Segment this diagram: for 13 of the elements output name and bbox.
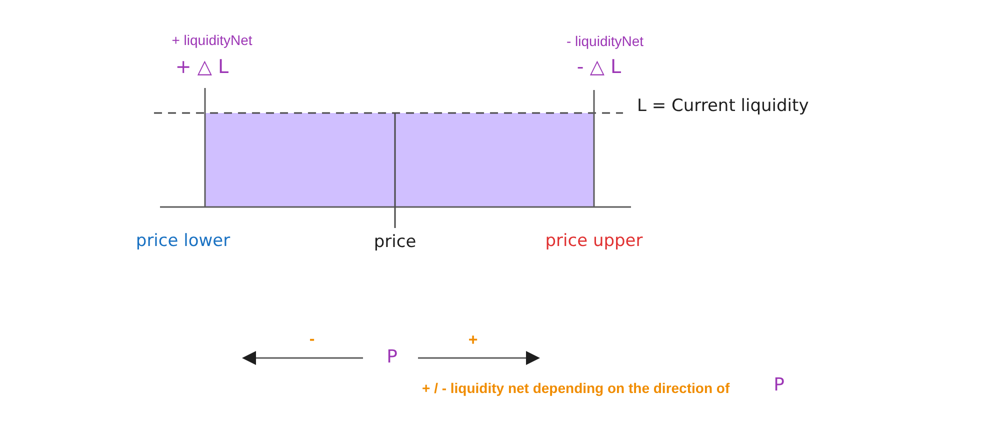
- sign-label: +: [468, 332, 478, 350]
- price-lower-label: price lower: [136, 232, 230, 252]
- liquidity-net-label: + liquidityNet: [172, 32, 252, 48]
- price-label: price: [374, 233, 416, 253]
- sign-label: -: [309, 330, 315, 350]
- price-upper-label: price upper: [545, 232, 643, 252]
- note-text: + / - liquidity net depending on the direction of: [422, 380, 730, 396]
- liquidity-net-label: - liquidityNet: [566, 32, 644, 50]
- price-symbol: P: [774, 376, 784, 396]
- delta-liquidity-label: - △ L: [576, 57, 622, 79]
- delta-liquidity-label: + △ L: [175, 57, 229, 79]
- price-symbol: P: [386, 348, 398, 368]
- liquidity-label: L = Current liquidity: [637, 97, 809, 117]
